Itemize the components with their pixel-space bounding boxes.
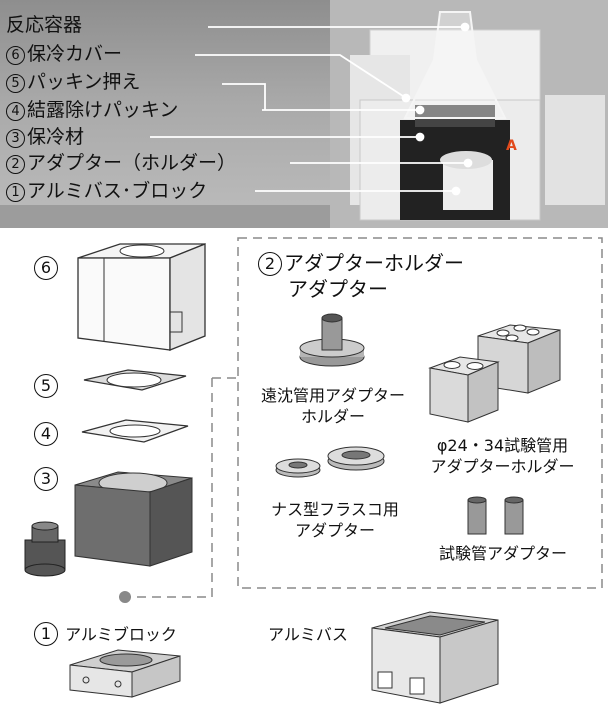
callout-anti-dew-packing-text: 結露除けパッキン — [27, 99, 179, 121]
callout-insulator-text: 保冷材 — [27, 126, 85, 148]
tube-holder-label-2: アダプターホルダー — [430, 457, 575, 476]
small-cylinder-part — [24, 521, 66, 577]
number-3-badge: 3 — [6, 129, 25, 148]
tube-holder-blocks-part — [428, 324, 561, 423]
number-4-badge: 4 — [6, 102, 25, 121]
number-4-label: 4 — [34, 422, 60, 446]
device-illustration: A — [0, 0, 608, 228]
number-5-badge: 5 — [6, 74, 25, 93]
aluminum-block-label: 1 アルミブロック — [34, 622, 177, 646]
flask-adapters-part — [275, 446, 385, 478]
flask-adapter-label-2: アダプター — [294, 521, 375, 540]
tube-holder-label-1: φ24・34試験管用 — [436, 436, 569, 455]
callout-adapter-holder-text: アダプター（ホルダー） — [27, 152, 237, 174]
adapter-group-title-line2: アダプター — [288, 277, 388, 301]
callout-aluminum-block-text: アルミバス･ブロック — [27, 180, 208, 202]
tube-adapter-label: 試験管アダプター — [438, 544, 567, 563]
callout-packing-press-text: パッキン押え — [27, 71, 141, 93]
cold-cover-part — [77, 243, 206, 351]
number-1-bottom-badge: 1 — [34, 622, 58, 646]
connector-dot — [119, 591, 131, 603]
adapter-group-title-line1: アダプターホルダー — [284, 251, 464, 275]
test-tube-adapters-part — [467, 496, 524, 535]
anti-dew-packing-part — [81, 419, 189, 443]
svg-text:A: A — [506, 138, 517, 154]
number-2-badge: 2 — [6, 155, 25, 174]
centrifuge-holder-part — [299, 313, 365, 367]
aluminum-block-label-text: アルミブロック — [65, 625, 177, 644]
packing-press-part — [83, 369, 187, 391]
number-6-label: 6 — [34, 256, 60, 280]
number-3-label: 3 — [34, 467, 60, 491]
aluminum-bath-label: アルミバス — [268, 625, 348, 644]
aluminum-block-part — [69, 649, 181, 698]
number-5-label: 5 — [34, 374, 60, 398]
callout-cold-cover-text: 保冷カバー — [27, 43, 123, 65]
flask-adapter-label-1: ナス型フラスコ用 — [271, 500, 399, 519]
number-2-title-badge: 2 — [258, 252, 282, 276]
insulator-block-part — [74, 471, 193, 567]
callout-reaction-vessel: 反応容器 — [6, 14, 83, 36]
aluminum-bath-part — [371, 611, 499, 704]
adapter-group-box — [237, 237, 603, 589]
centrifuge-holder-label-1: 遠沈管用アダプター — [260, 386, 405, 405]
centrifuge-holder-label-2: ホルダー — [300, 407, 365, 426]
number-1-badge: 1 — [6, 183, 25, 202]
number-6-badge: 6 — [6, 46, 25, 65]
